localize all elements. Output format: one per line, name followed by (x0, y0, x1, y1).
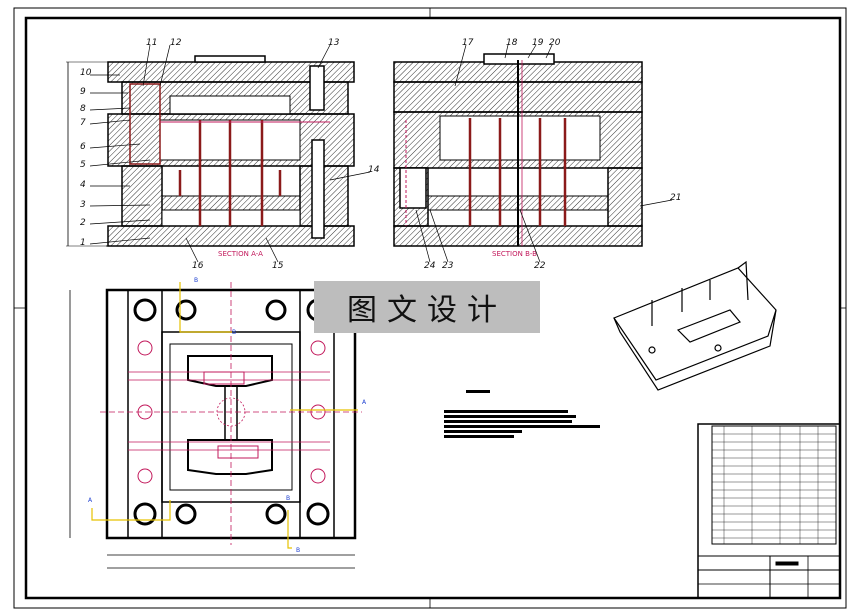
callout-20: 20 (549, 38, 561, 48)
callout-3: 3 (80, 200, 86, 210)
watermark: 图文设计 (314, 281, 540, 333)
part-isometric (613, 260, 777, 391)
callout-10: 10 (80, 68, 92, 78)
callout-14: 14 (368, 165, 380, 175)
view-marker-b-top: B (194, 277, 198, 284)
callout-12: 12 (170, 38, 182, 48)
section-b-b-label: SECTION B-B (492, 250, 537, 258)
title-block (697, 423, 841, 599)
callout-7: 7 (80, 118, 86, 128)
section-a-a-view: SECTION A-A (66, 55, 355, 258)
frame-ticks (14, 8, 846, 608)
callout-11: 11 (146, 38, 157, 48)
callout-13: 13 (328, 38, 340, 48)
callout-5: 5 (80, 160, 86, 170)
callout-17: 17 (462, 38, 474, 48)
callout-19: 19 (532, 38, 544, 48)
section-b-b-view: SECTION B-B (393, 53, 643, 258)
callout-6: 6 (80, 142, 86, 152)
callout-4: 4 (80, 180, 86, 190)
callout-16: 16 (192, 261, 204, 271)
callout-2: 2 (80, 218, 86, 228)
callout-15: 15 (272, 261, 284, 271)
callout-21: 21 (670, 193, 681, 203)
left-leaders (89, 74, 151, 245)
view-marker-a-right: A (362, 399, 367, 406)
callout-1: 1 (80, 238, 86, 248)
view-marker-a-left: A (88, 497, 93, 504)
callout-24: 24 (424, 261, 436, 271)
view-marker-b-low: B (286, 495, 290, 502)
view-marker-b-bottom: B (296, 547, 300, 554)
technical-notes (444, 390, 600, 438)
callout-23: 23 (442, 261, 454, 271)
callout-8: 8 (80, 104, 86, 114)
left-callout-numbers: 10 9 8 7 6 5 4 3 2 1 (80, 68, 92, 248)
callout-18: 18 (506, 38, 518, 48)
view-marker-b-mid: B (232, 329, 236, 336)
callout-9: 9 (80, 87, 86, 97)
section-a-a-label: SECTION A-A (218, 250, 263, 258)
callout-22: 22 (534, 261, 546, 271)
